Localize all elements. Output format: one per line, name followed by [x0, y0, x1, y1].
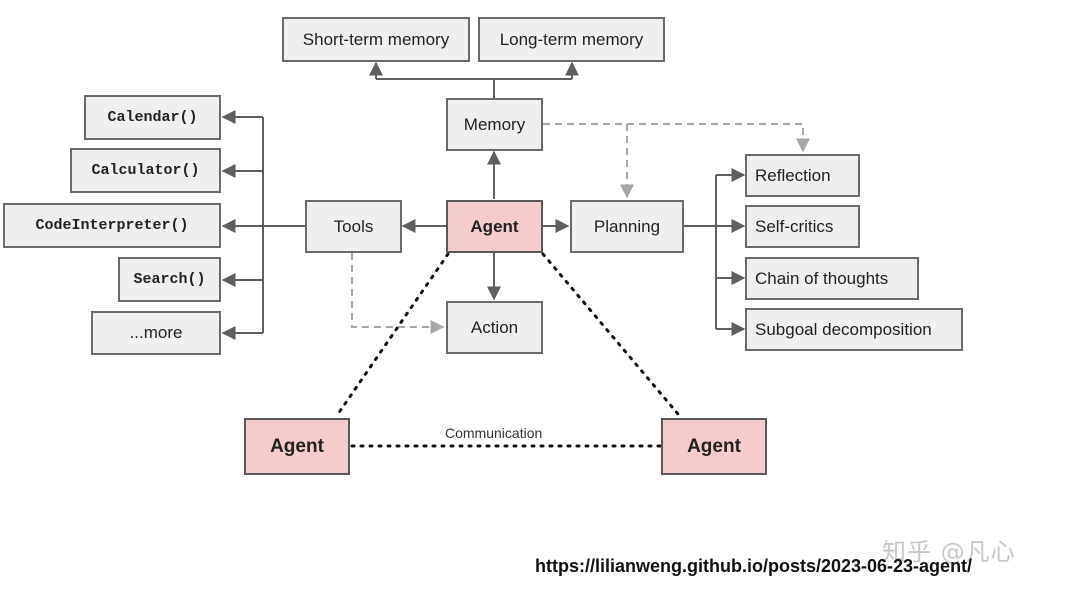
- long-term-memory-box: Long-term memory: [478, 17, 665, 62]
- planning-box: Planning: [570, 200, 684, 253]
- plan-subgoal-decomposition-box: Subgoal decomposition: [745, 308, 963, 351]
- tool-calendar-box: Calendar(): [84, 95, 221, 140]
- agent-box: Agent: [446, 200, 543, 253]
- tool-calculator-box: Calculator(): [70, 148, 221, 193]
- watermark: 知乎 @凡心: [882, 538, 1016, 566]
- memory-box: Memory: [446, 98, 543, 151]
- tool-more-box: ...more: [91, 311, 221, 355]
- short-term-memory-box: Short-term memory: [282, 17, 470, 62]
- plan-reflection-box: Reflection: [745, 154, 860, 197]
- right-agent-box: Agent: [661, 418, 767, 475]
- left-agent-box: Agent: [244, 418, 350, 475]
- tools-to-action-dashed-arrow: [351, 253, 445, 334]
- plan-selfcritics-box: Self-critics: [745, 205, 860, 248]
- plan-chain-of-thoughts-box: Chain of thoughts: [745, 257, 919, 300]
- action-box: Action: [446, 301, 543, 354]
- communication-label: Communication: [445, 425, 543, 441]
- source-url: https://lilianweng.github.io/posts/2023-…: [535, 556, 973, 576]
- tool-codeinterpreter-box: CodeInterpreter(): [3, 203, 221, 248]
- tools-box: Tools: [305, 200, 402, 253]
- agent-to-right-agent-dotted-line: [541, 252, 680, 416]
- agent-to-left-agent-dotted-line: [336, 252, 450, 416]
- memory-to-planning-dashed-arrow: [543, 123, 810, 153]
- tool-search-box: Search(): [118, 257, 221, 302]
